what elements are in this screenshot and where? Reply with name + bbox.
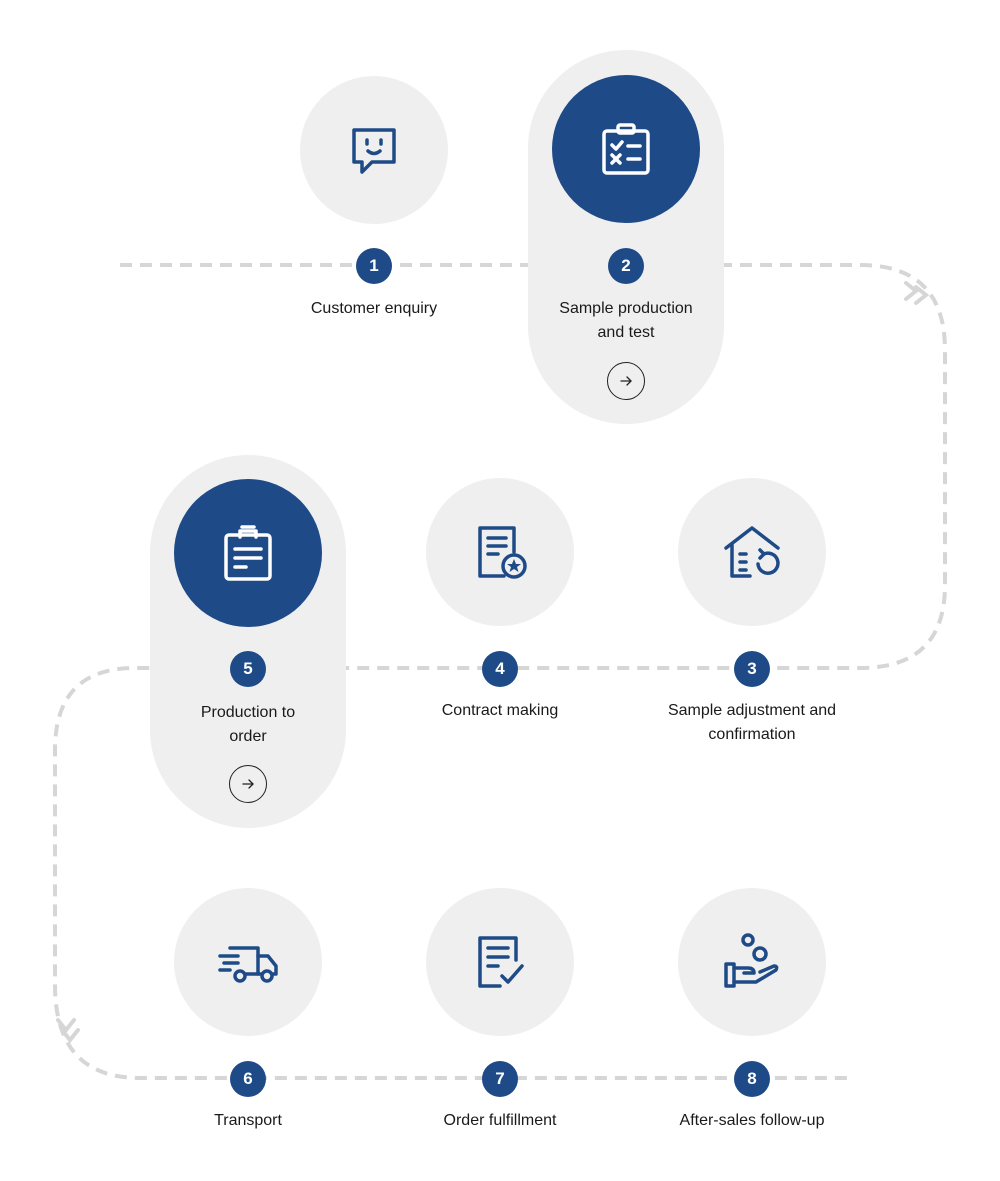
- step-8-icon-circle: [678, 888, 826, 1036]
- step-5-number: 5: [230, 651, 266, 687]
- step-2-label: Sample production and test: [559, 300, 693, 341]
- step-5-icon-circle: [174, 479, 322, 627]
- step-1-icon-circle: [300, 76, 448, 224]
- step-7-label: Order fulfillment: [443, 1112, 557, 1129]
- step-5-arrow-button[interactable]: [229, 765, 267, 803]
- arrow-right-icon: [620, 376, 632, 386]
- step-2-icon-circle: [552, 75, 700, 223]
- house-refresh-icon: [724, 526, 780, 578]
- step-1-label: Customer enquiry: [310, 300, 438, 317]
- chat-smile-icon: [352, 128, 396, 174]
- step-5-label: Production to order: [200, 704, 296, 745]
- step-7-icon-circle: [426, 888, 574, 1036]
- step-8-label: After-sales follow-up: [679, 1112, 825, 1129]
- direction-chevrons-left: [56, 1018, 80, 1044]
- step-3-label: Sample adjustment and confirmation: [667, 702, 837, 743]
- step-1-number: 1: [356, 248, 392, 284]
- clipboard-checklist-icon: [602, 123, 650, 175]
- step-6-icon-circle: [174, 888, 322, 1036]
- hand-coins-icon: [724, 933, 779, 988]
- step-2-number: 2: [608, 248, 644, 284]
- step-6-number: 6: [230, 1061, 266, 1097]
- step-6-label: Transport: [214, 1112, 282, 1129]
- step-4-label: Contract making: [441, 702, 559, 719]
- document-check-icon: [478, 936, 524, 988]
- step-3-number: 3: [734, 651, 770, 687]
- clipboard-document-icon: [224, 525, 272, 581]
- step-8-number: 8: [734, 1061, 770, 1097]
- step-7-number: 7: [482, 1061, 518, 1097]
- step-4-icon-circle: [426, 478, 574, 626]
- arrow-right-icon: [242, 779, 254, 789]
- step-2-arrow-button[interactable]: [607, 362, 645, 400]
- step-4-number: 4: [482, 651, 518, 687]
- direction-chevrons-right: [904, 281, 930, 305]
- document-star-icon: [478, 526, 527, 579]
- delivery-truck-icon: [218, 946, 278, 983]
- step-3-icon-circle: [678, 478, 826, 626]
